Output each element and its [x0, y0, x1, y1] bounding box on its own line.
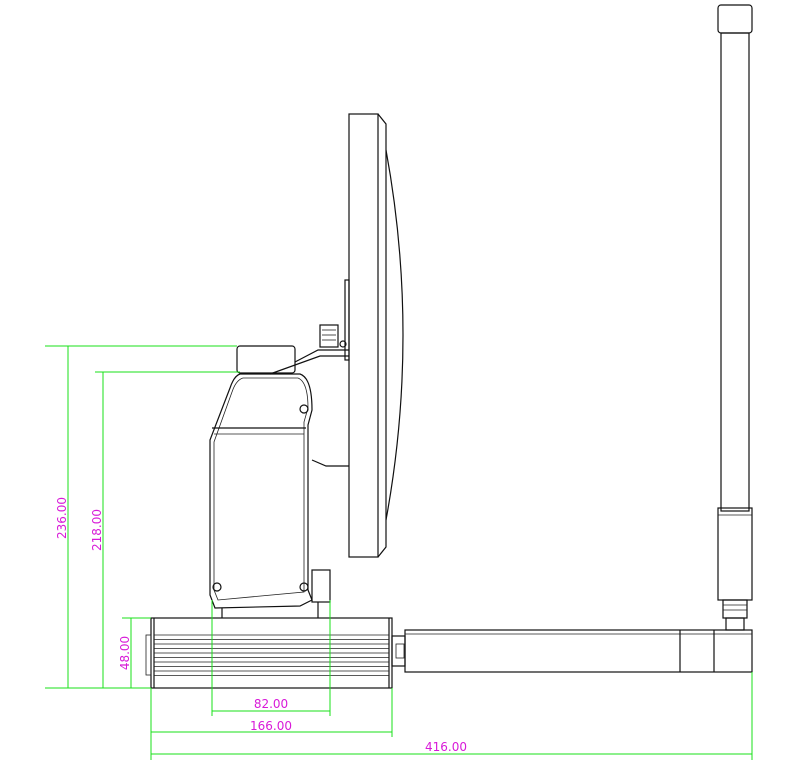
dim-label-166: 166.00 — [250, 719, 292, 733]
antenna — [717, 4, 753, 631]
dim-label-48: 48.00 — [118, 636, 132, 670]
dimensions: 236.00 218.00 48.00 82.00 166.00 416.00 — [45, 345, 753, 760]
panel-antenna — [319, 113, 404, 558]
dim-label-416: 416.00 — [425, 740, 467, 754]
column-body — [209, 345, 349, 618]
dim-label-236: 236.00 — [55, 497, 69, 539]
dim-label-218: 218.00 — [90, 509, 104, 551]
base-housing — [145, 617, 393, 689]
dim-label-82: 82.00 — [254, 697, 288, 711]
mounting-arm — [391, 629, 753, 673]
